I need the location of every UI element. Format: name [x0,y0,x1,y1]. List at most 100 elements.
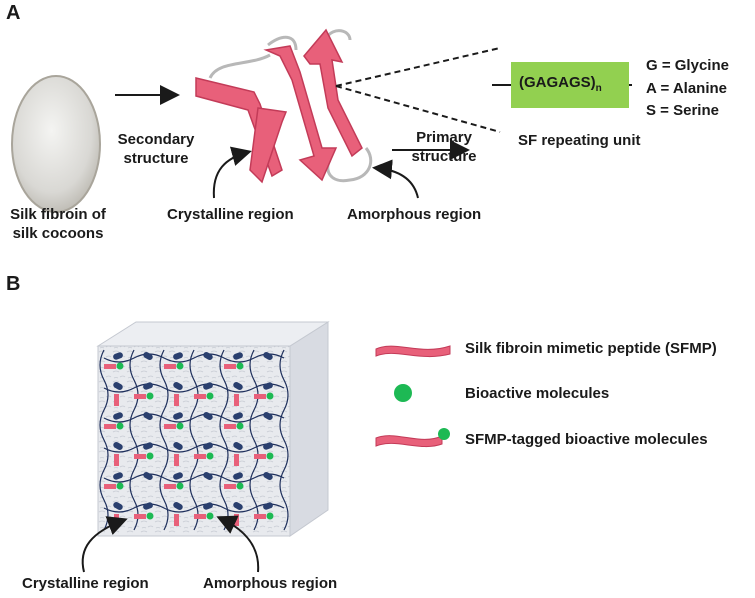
panel-a-label: A [6,2,21,24]
crystalline-block [173,382,183,390]
network-strand-v [219,349,229,531]
bioactive-molecule [206,452,214,460]
repeating-unit-caption: SF repeating unit [518,132,641,149]
bioactive-molecule [236,422,244,430]
silk-source-line-2: silk cocoons [12,225,104,242]
bioactive-molecule [176,422,184,430]
network-strand-v [159,349,169,531]
network-strand-h [103,503,285,513]
sequence-text: (GAGAGS) [519,74,596,91]
crystalline-block [263,412,273,420]
crystalline-block [173,472,183,480]
crystalline-block [113,352,123,360]
crystalline-region-label-b: Crystalline region [22,575,149,592]
crystalline-block [233,472,243,480]
beta-sheet-ribbons [195,28,373,184]
crystalline-block [113,472,123,480]
crystalline-block [173,412,183,420]
sfmp-peptide [174,454,179,466]
crystalline-block [143,442,153,450]
dashed-line-top [335,47,501,87]
bioactive-molecule [116,482,124,490]
sfmp-peptide [134,454,146,459]
bioactive-molecule [236,482,244,490]
primary-line-1: Primary [416,129,472,146]
sfmp-peptide [234,454,239,466]
crystalline-block [143,412,153,420]
sfmp-peptide [114,394,119,406]
silk-cocoon-icon [11,75,101,213]
sfmp-peptide [224,484,236,489]
secondary-structure-label: Secondary structure [108,130,204,168]
crystalline-block [203,412,213,420]
crystalline-block [263,382,273,390]
crystalline-block [203,382,213,390]
primary-line-2: structure [411,148,477,165]
bioactive-molecule [146,392,154,400]
sfmp-peptide [104,484,116,489]
sfmp-ribbon-icon [375,345,451,358]
crystalline-block [203,352,213,360]
arrow-b-amorphous [216,515,260,573]
crystalline-block [113,382,123,390]
crystalline-region-label-a: Crystalline region [167,206,294,223]
arrow-crystalline-region [212,146,252,199]
repeating-unit-box [511,62,629,108]
network-strand-h [103,473,285,483]
repeating-unit-sequence: (GAGAGS)n [519,74,602,94]
bioactive-molecule [116,422,124,430]
network-strand-h [103,413,285,423]
bioactive-molecule [176,362,184,370]
sfmp-tagged-icon [375,428,450,448]
sfmp-peptide [194,394,206,399]
sfmp-peptide [254,514,266,519]
dashed-line-bottom [335,85,501,133]
secondary-line-2: structure [123,150,189,167]
bioactive-molecule [176,482,184,490]
crystalline-block [233,352,243,360]
sfmp-peptide [164,424,176,429]
network-strand-v [129,349,139,531]
secondary-line-1: Secondary [117,131,195,148]
amorphous-region-label-b: Amorphous region [203,575,338,592]
crystalline-block [203,472,213,480]
sfmp-peptide [234,394,239,406]
bioactive-molecule [236,362,244,370]
silk-source-label: Silk fibroin of silk cocoons [0,205,116,243]
sfmp-peptide [194,454,206,459]
bioactive-molecule [266,512,274,520]
sequence-subscript: n [595,83,602,94]
peptide-network [99,349,289,531]
crystalline-block [233,382,243,390]
network-strand-h [103,353,285,363]
legend-bioactive-label: Bioactive molecules [465,385,610,402]
bioactive-molecule [206,392,214,400]
crystalline-block [143,472,153,480]
sfmp-peptide [114,454,119,466]
sfmp-peptide [254,394,266,399]
bioactive-molecule [116,362,124,370]
arrow-amorphous-region [372,159,419,199]
sfmp-peptide [164,484,176,489]
crystalline-block [203,442,213,450]
panel-b-label: B [6,273,21,295]
crystalline-block [173,502,183,510]
primary-structure-label: Primary structure [396,128,492,166]
bioactive-molecule [206,512,214,520]
sfmp-peptide [234,514,239,526]
crystalline-block [113,442,123,450]
sfmp-peptide [174,514,179,526]
crystalline-block [113,412,123,420]
sfmp-peptide [164,364,176,369]
bioactive-molecule [146,452,154,460]
network-strand-v [279,349,289,531]
sfmp-peptide [104,424,116,429]
sfmp-peptide [224,424,236,429]
crystalline-block [143,382,153,390]
network-strand-h [103,383,285,393]
sfmp-peptide [254,454,266,459]
legend-sfmp-tagged-label: SFMP-tagged bioactive molecules [465,431,708,448]
crystalline-block [263,442,273,450]
network-strand-v [99,349,109,531]
green-dot-icon [394,384,412,402]
